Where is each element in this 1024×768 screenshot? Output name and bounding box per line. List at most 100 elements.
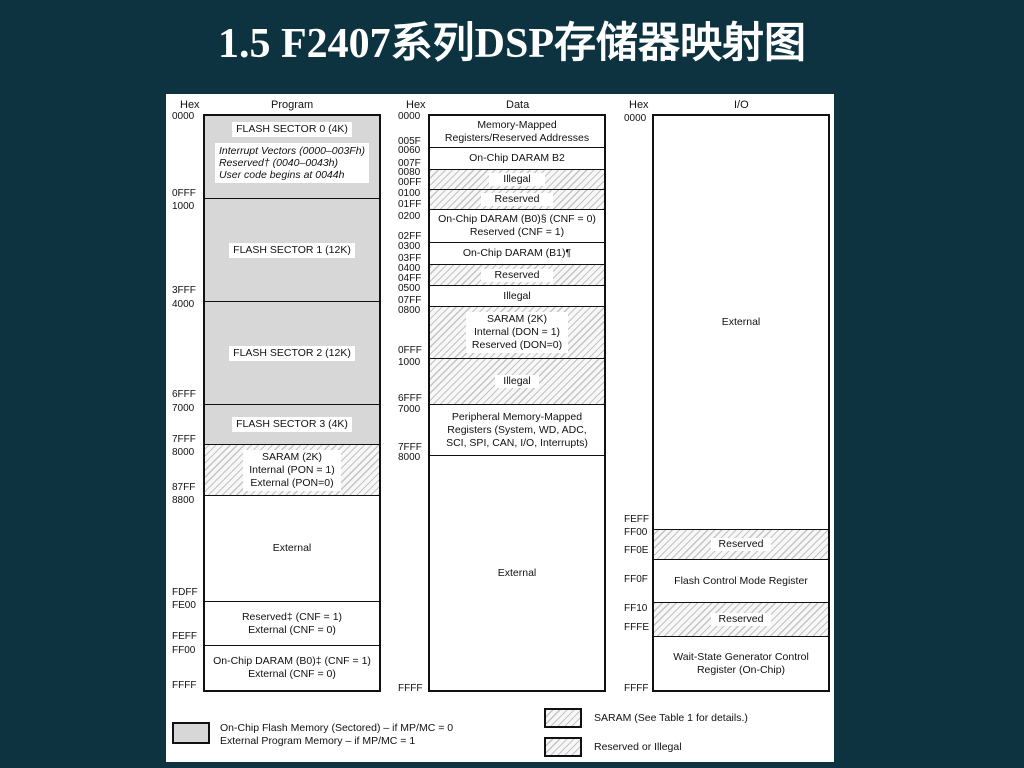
io-column: External Reserved Flash Control Mode Reg… <box>652 114 830 692</box>
data-illegal-3: Illegal <box>430 359 604 405</box>
io-address: FF0F <box>624 574 648 585</box>
data-address: 00FF <box>398 177 422 188</box>
data-saram: SARAM (2K) Internal (DON = 1) Reserved (… <box>430 307 604 359</box>
data-hex-header: Hex <box>406 99 426 111</box>
io-address: FF10 <box>624 603 648 614</box>
program-address: 3FFF <box>172 285 196 296</box>
program-external-label: External <box>272 542 312 554</box>
data-reserved-1: Reserved <box>430 190 604 210</box>
io-address: FFFE <box>624 622 649 633</box>
program-reserved-l2: External (CNF = 0) <box>248 623 336 636</box>
data-daram-b2: On-Chip DARAM B2 <box>430 148 604 170</box>
reserved-note: Reserved† (0040–0043h) <box>218 157 339 169</box>
flash-sector-2-label: FLASH SECTOR 2 (12K) <box>229 345 355 361</box>
program-daram-l1: On-Chip DARAM (B0)‡ (CNF = 1) <box>213 655 371 667</box>
legend-flash-line-2: External Program Memory – if MP/MC = 1 <box>220 735 416 747</box>
data-address: 6FFF <box>398 393 422 404</box>
data-address: 0800 <box>398 305 421 316</box>
legend-saram-label: SARAM (See Table 1 for details.) <box>594 712 748 724</box>
flash-sector-3: FLASH SECTOR 3 (4K) <box>205 405 379 445</box>
data-address: 0400 <box>398 263 421 274</box>
io-hex-header: Hex <box>629 99 649 111</box>
flash-sector-0-notes: Interrupt Vectors (0000–003Fh) Reserved†… <box>214 143 370 183</box>
program-address: 0000 <box>172 111 195 122</box>
data-address: 005F <box>398 136 421 147</box>
flash-sector-2: FLASH SECTOR 2 (12K) <box>205 302 379 405</box>
data-address: 1000 <box>398 357 421 368</box>
data-address: 02FF <box>398 231 422 242</box>
program-daram-b0: On-Chip DARAM (B0)‡ (CNF = 1) External (… <box>205 646 379 690</box>
data-address: 8000 <box>398 452 421 463</box>
flash-sector-1-label: FLASH SECTOR 1 (12K) <box>229 242 355 258</box>
program-hex-header: Hex <box>180 99 200 111</box>
data-address: 03FF <box>398 253 422 264</box>
program-column: FLASH SECTOR 0 (4K) Interrupt Vectors (0… <box>203 114 381 692</box>
program-saram-label: SARAM (2K) Internal (PON = 1) External (… <box>243 449 341 491</box>
program-address: FF00 <box>172 645 196 656</box>
flash-sector-0: FLASH SECTOR 0 (4K) Interrupt Vectors (0… <box>205 116 379 199</box>
data-daram-b1: On-Chip DARAM (B1)¶ <box>430 243 604 265</box>
io-flash-control-register: Flash Control Mode Register <box>654 560 828 603</box>
io-wait-state-register: Wait-State Generator Control Register (O… <box>673 650 809 676</box>
program-address: 8000 <box>172 447 195 458</box>
io-address: 0000 <box>624 113 647 124</box>
program-reserved-l1: Reserved‡ (CNF = 1) <box>241 610 343 623</box>
legend-reserved-label: Reserved or Illegal <box>594 741 682 753</box>
io-address: FF0E <box>624 545 649 556</box>
program-external: External <box>205 496 379 602</box>
data-address: 04FF <box>398 273 422 284</box>
data-address: 7FFF <box>398 442 422 453</box>
data-peripheral-registers: Peripheral Memory-Mapped Registers (Syst… <box>430 405 604 456</box>
flash-sector-3-label: FLASH SECTOR 3 (4K) <box>232 417 352 432</box>
program-address: 7000 <box>172 403 195 414</box>
program-address: 1000 <box>172 201 195 212</box>
legend-saram-swatch <box>544 708 582 728</box>
legend-reserved-swatch <box>544 737 582 757</box>
program-address: 7FFF <box>172 434 196 445</box>
data-address: FFFF <box>398 683 423 694</box>
page-title: 1.5 F2407系列DSP存储器映射图 <box>217 21 806 67</box>
io-address: FEFF <box>624 514 649 525</box>
io-address: FF00 <box>624 527 648 538</box>
io-external: External <box>654 116 828 530</box>
legend-flash-line-1: On-Chip Flash Memory (Sectored) – if MP/… <box>220 722 454 734</box>
program-address: 87FF <box>172 482 196 493</box>
io-reserved-2: Reserved <box>654 603 828 637</box>
data-address: 0500 <box>398 283 421 294</box>
flash-sector-0-label: FLASH SECTOR 0 (4K) <box>232 122 352 137</box>
program-address: FE00 <box>172 600 196 611</box>
program-daram-l2: External (CNF = 0) <box>248 668 336 680</box>
data-address: 0100 <box>398 188 421 199</box>
data-address: 0080 <box>398 167 421 178</box>
memory-map-figure: Hex Program Hex Data Hex I/O 0000 0FFF 1… <box>166 94 834 762</box>
program-address: 0FFF <box>172 188 196 199</box>
data-address: 0300 <box>398 241 421 252</box>
data-external: External <box>497 566 537 579</box>
data-address: 0200 <box>398 211 421 222</box>
data-illegal-1: Illegal <box>430 170 604 190</box>
program-address: 4000 <box>172 299 195 310</box>
interrupt-vectors-note: Interrupt Vectors (0000–003Fh) <box>218 145 366 157</box>
flash-sector-1: FLASH SECTOR 1 (12K) <box>205 199 379 302</box>
data-memory-mapped-registers: Memory-Mapped Registers/Reserved Address… <box>430 116 604 148</box>
io-address: FFFF <box>624 683 649 694</box>
legend-flash-swatch <box>172 722 210 744</box>
program-address: FDFF <box>172 587 198 598</box>
data-reserved-2: Reserved <box>430 265 604 286</box>
program-address: FFFF <box>172 680 197 691</box>
io-reserved-1: Reserved <box>654 530 828 560</box>
io-header: I/O <box>734 99 749 111</box>
data-address: 07FF <box>398 295 422 306</box>
data-address: 01FF <box>398 199 422 210</box>
data-column: Memory-Mapped Registers/Reserved Address… <box>428 114 606 692</box>
data-address: 0000 <box>398 111 421 122</box>
data-illegal-2: Illegal <box>430 286 604 307</box>
program-address: FEFF <box>172 631 197 642</box>
program-saram: SARAM (2K) Internal (PON = 1) External (… <box>205 445 379 496</box>
data-daram-b0: On-Chip DARAM (B0)§ (CNF = 0) Reserved (… <box>430 210 604 243</box>
user-code-note: User code begins at 0044h <box>218 169 345 181</box>
program-address: 6FFF <box>172 389 196 400</box>
program-header: Program <box>271 99 314 111</box>
program-address: 8800 <box>172 495 195 506</box>
program-reserved-cnf: Reserved‡ (CNF = 1) External (CNF = 0) <box>205 602 379 646</box>
